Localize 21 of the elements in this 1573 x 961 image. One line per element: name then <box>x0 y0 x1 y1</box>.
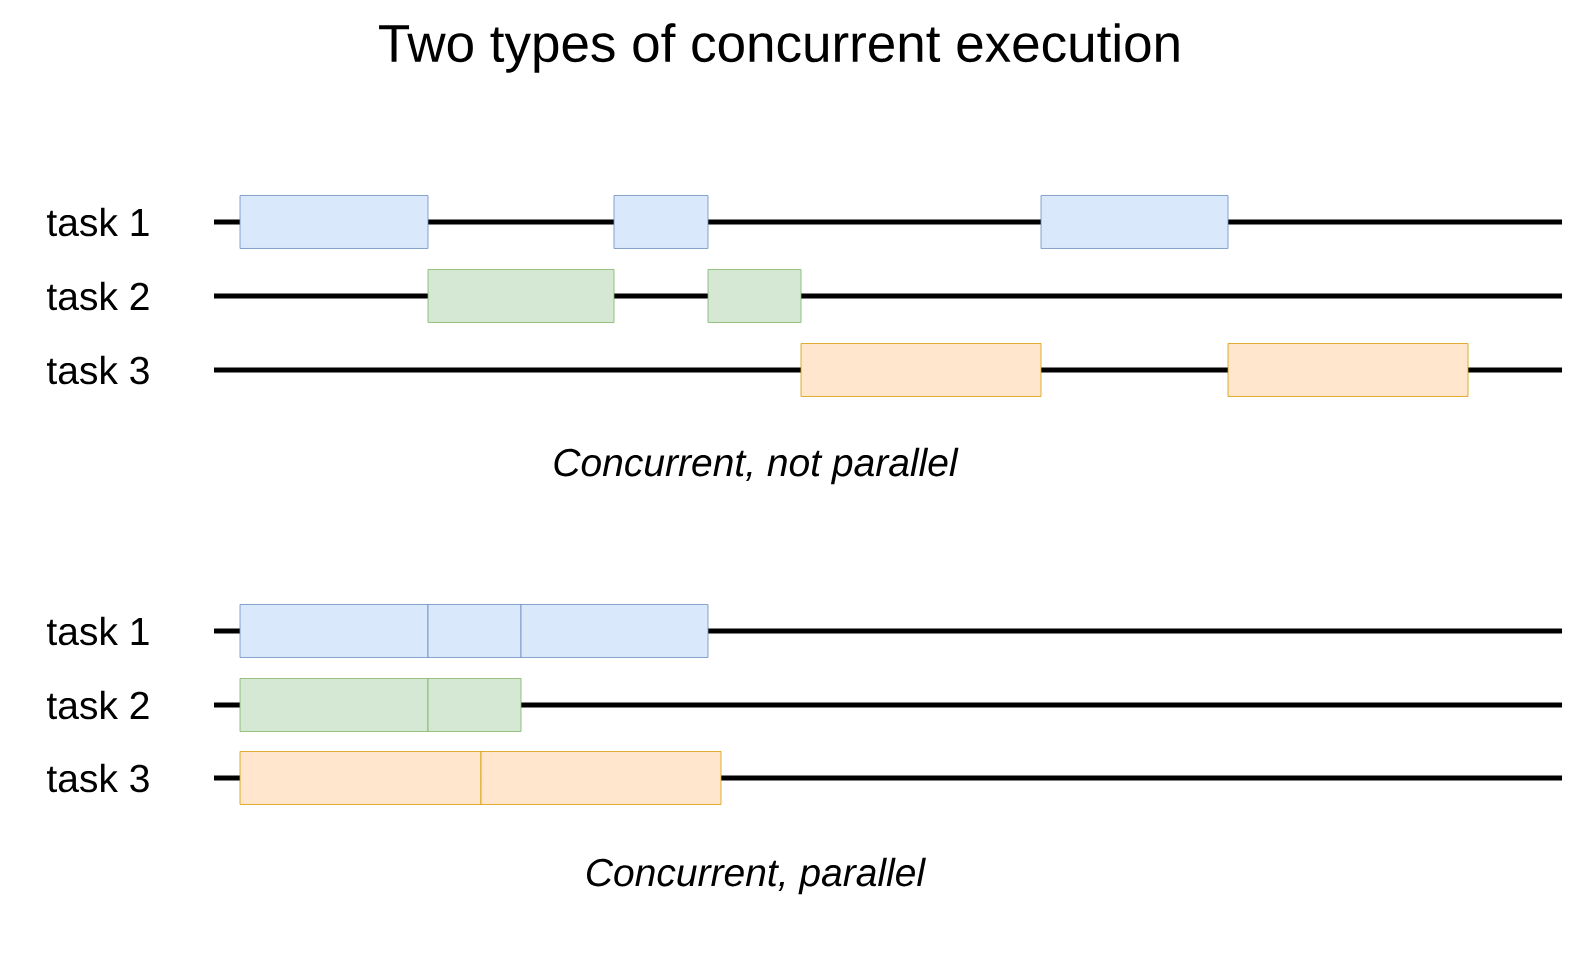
task-block <box>1227 343 1469 397</box>
task-block <box>427 604 522 658</box>
caption: Concurrent, parallel <box>587 857 926 895</box>
task-block <box>800 343 1042 397</box>
task-block <box>613 195 709 249</box>
task-label: task 1 <box>47 207 149 237</box>
task-block <box>707 269 802 323</box>
task-block <box>480 751 722 805</box>
title: Two types of concurrent execution <box>379 23 1179 73</box>
task-block <box>427 678 522 732</box>
task-block <box>1040 195 1229 249</box>
task-block <box>520 604 709 658</box>
task-label: task 3 <box>47 355 149 385</box>
task-label: task 2 <box>47 690 149 720</box>
task-block <box>239 195 429 249</box>
caption: Concurrent, not parallel <box>554 447 959 485</box>
task-block <box>427 269 615 323</box>
task-label: task 3 <box>47 763 149 793</box>
task-label: task 2 <box>47 281 149 311</box>
task-block <box>239 751 482 805</box>
task-label: task 1 <box>47 616 149 646</box>
